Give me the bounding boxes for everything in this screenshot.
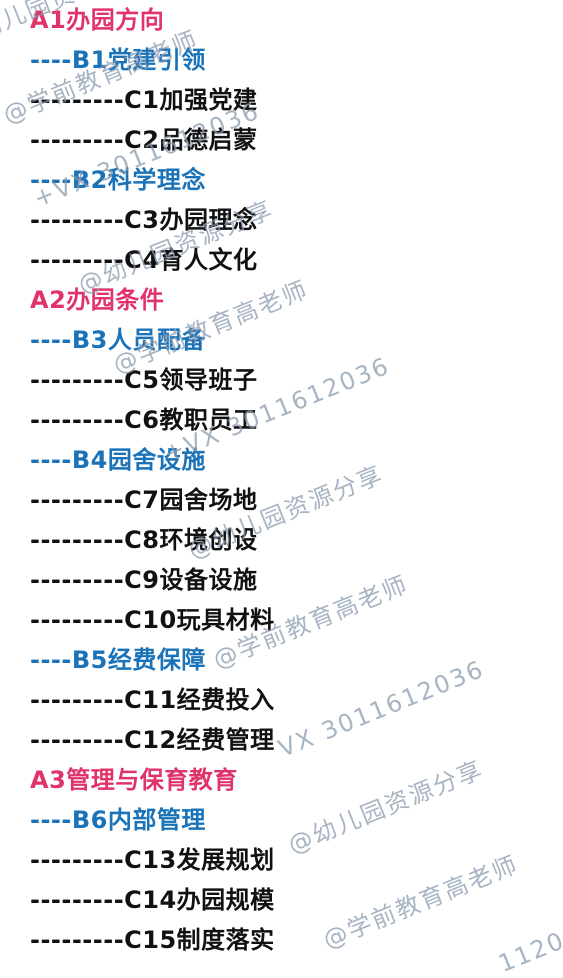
outline-heading-b: ----B5经费保障 (30, 646, 206, 674)
outline-heading-b: ----B4园舍设施 (30, 446, 206, 474)
outline-item-c: ---------C3办园理念 (30, 206, 258, 234)
outline-item-c: ---------C6教职员工 (30, 406, 258, 434)
outline-item-c: ---------C5领导班子 (30, 366, 258, 394)
outline-item-c: ---------C7园舍场地 (30, 486, 258, 514)
outline-item-c: ---------C9设备设施 (30, 566, 258, 594)
outline-item-c: ---------C10玩具材料 (30, 606, 275, 634)
outline-heading-b: ----B2科学理念 (30, 166, 206, 194)
outline-item-c: ---------C4育人文化 (30, 246, 258, 274)
outline-item-c: ---------C11经费投入 (30, 686, 275, 714)
outline-item-c: ---------C12经费管理 (30, 726, 275, 754)
outline-item-c: ---------C2品德启蒙 (30, 126, 258, 154)
outline-heading-a: A3管理与保育教育 (30, 766, 238, 794)
outline-item-c: ---------C14办园规模 (30, 886, 275, 914)
outline-item-c: ---------C13发展规划 (30, 846, 275, 874)
outline-heading-a: A2办园条件 (30, 286, 165, 314)
outline-heading-a: A1办园方向 (30, 6, 165, 34)
outline-document: A1办园方向 ----B1党建引领 ---------C1加强党建 ------… (30, 6, 275, 954)
outline-item-c: ---------C1加强党建 (30, 86, 258, 114)
outline-heading-b: ----B6内部管理 (30, 806, 206, 834)
outline-item-c: ---------C8环境创设 (30, 526, 258, 554)
outline-heading-b: ----B1党建引领 (30, 46, 206, 74)
outline-heading-b: ----B3人员配备 (30, 326, 206, 354)
outline-item-c: ---------C15制度落实 (30, 926, 275, 954)
